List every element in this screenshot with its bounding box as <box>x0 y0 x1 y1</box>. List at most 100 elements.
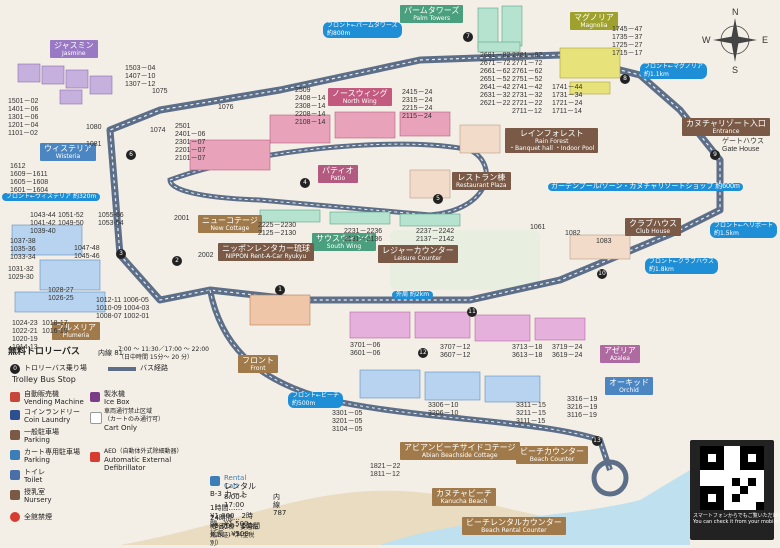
cartonly-en: Cart Only <box>104 424 138 432</box>
rental-note: (定員2名・要運転免許証)（料金税別） <box>210 524 259 547</box>
rooms-nw1: 2509 2408－14 2308－14 2208－14 2108－14 <box>295 87 326 126</box>
qr-code-panel[interactable]: スマートフォンからでもご覧いただけます。 You can check it fr… <box>690 440 780 540</box>
distance-wisteria: フロント←ウィステリア 約320m <box>2 193 101 201</box>
trolley-stop-en: Trolley Bus Stop <box>12 375 76 384</box>
rooms-or2: 3306－10 3206－10 <box>428 402 459 417</box>
rooms-sw1: 2225－2230 2125－2130 <box>258 222 297 237</box>
vending-ja: 自動販売機 <box>24 390 59 398</box>
rooms-or1: 3301－05 3201－05 3104－05 <box>332 410 363 433</box>
laundry-ja: コインランドリー <box>24 408 80 416</box>
trolley-stop-6: 6 <box>126 150 136 160</box>
room-2002: 2002 <box>198 252 214 259</box>
cart-only-icon <box>90 412 102 424</box>
distance-beach: フロント←ビーチ約500m <box>288 392 344 408</box>
rooms-w9: 1024-23 1022-21 1020-19 1014-13 <box>12 320 38 351</box>
rooms-mg1: 1745－47 1735－37 1725－27 1715－17 <box>612 26 643 57</box>
distance-palm: フロント←パームタワーズ約800m <box>323 22 402 38</box>
qr-caption: スマートフォンからでもご覧いただけます。 You can check it fr… <box>693 513 780 525</box>
ice-box-icon <box>90 392 100 402</box>
compass-s: S <box>732 65 739 75</box>
vending-en: Vending Machine <box>24 398 84 406</box>
ice-en: Ice Box <box>104 398 130 406</box>
rooms-w7: 1031-32 1029-30 <box>8 266 34 281</box>
cartpark-en: Parking <box>24 456 50 464</box>
rental-code: B-3 <box>210 490 222 498</box>
rooms-ab: 1821－22 1811－12 <box>370 463 401 478</box>
rooms-mg2: 1741－44 1731－34 1721－24 1711－14 <box>552 84 583 115</box>
rooms-w2: 1043-44 1041-42 1039-40 <box>30 212 56 235</box>
rooms-w3: 1051-52 1049-50 <box>58 212 84 227</box>
ice-ja: 製氷機 <box>104 390 125 398</box>
rooms-az4: 3719－24 3619－24 <box>552 344 583 359</box>
smoking-label: 全館禁煙 <box>24 513 52 521</box>
trolley-stop-5: 5 <box>433 194 443 204</box>
no-smoking-icon <box>10 512 20 522</box>
distance-outer-loop: 外周 約2km <box>392 291 434 299</box>
vending-machine-icon <box>10 392 20 402</box>
aed-en: Automatic External Defibrillator <box>104 456 172 472</box>
rooms-sw2: 2231－2236 2131－2136 <box>344 228 383 243</box>
north-wing-buildings <box>189 111 451 171</box>
garden-shop-label: ガーデンプール/ゾーン・カヌチャリゾートショップ 約600m <box>548 183 743 191</box>
parking-en: Parking <box>24 436 50 444</box>
room-1075: 1075 <box>152 88 168 95</box>
rooms-w6: 1047-48 1045-46 <box>74 245 100 260</box>
magnolia-buildings <box>559 47 621 95</box>
jasmine-buildings <box>17 63 113 105</box>
trolley-stop-3: 3 <box>116 249 126 259</box>
room-1081: 1081 <box>86 141 102 148</box>
cartpark-ja: カート専用駐車場 <box>24 448 80 456</box>
distance-heliport: フロント←ヘリポート約1.5km <box>710 222 778 238</box>
rooms-sw3: 2237－2242 2137－2142 <box>416 228 455 243</box>
trolley-stop-1: 1 <box>275 285 285 295</box>
compass-n: N <box>732 7 739 17</box>
front-building <box>249 294 311 326</box>
room-1074: 1074 <box>150 127 166 134</box>
rooms-w11: 1012-11 1006-05 1010-09 1004-03 1008-07 … <box>96 297 150 320</box>
rental-cart-icon <box>210 476 220 486</box>
toilet-ja: トイレ <box>24 468 45 476</box>
aed-ja: AED（自動体外式除細動器） <box>104 448 183 455</box>
nursery-en: Nursery <box>24 496 52 504</box>
compass-w: W <box>702 35 711 45</box>
cartonly-ja: 車両通行禁止区域 （カートのみ通行可） <box>104 408 165 423</box>
rooms-or3: 3311－15 3211－15 3111－15 <box>516 402 546 425</box>
orchid-buildings <box>359 369 541 403</box>
rooms-pt2: 2781－82 2771－72 2761－62 2751－52 2741－42 … <box>512 52 543 115</box>
wisteria-buildings <box>11 224 106 313</box>
rooms-az2: 3707－12 3607－12 <box>440 344 471 359</box>
rental-price-2: 24時間…¥5,000 1時間延長…¥500 <box>210 514 260 538</box>
toilet-icon <box>10 470 20 480</box>
rooms-pt1: 2681－82 2671－72 2661－62 2651－52 2641－42 … <box>480 52 511 107</box>
rooms-nw2: 2501 2401－06 2301－07 2201－07 2101－07 <box>175 123 206 162</box>
aed-icon <box>90 452 100 462</box>
trolley-stop-11: 11 <box>467 307 477 317</box>
compass-icon <box>713 18 757 62</box>
rooms-wisteria: 1612 1609－1611 1605－1608 1601－1604 <box>10 163 49 194</box>
distance-clubhouse: フロント←クラブハウス約1.8km <box>645 258 719 274</box>
trolley-stop-13: 13 <box>592 436 602 446</box>
compass-e: E <box>762 35 769 45</box>
rain-forest-building <box>459 124 501 154</box>
room-1080: 1080 <box>86 124 102 131</box>
cart-parking-icon <box>10 450 20 460</box>
route-label: バス経路 <box>140 364 168 372</box>
trolley-inner: 内線 81 <box>98 349 124 357</box>
room-1061: 1061 <box>530 224 546 231</box>
nursery-icon <box>10 490 20 500</box>
